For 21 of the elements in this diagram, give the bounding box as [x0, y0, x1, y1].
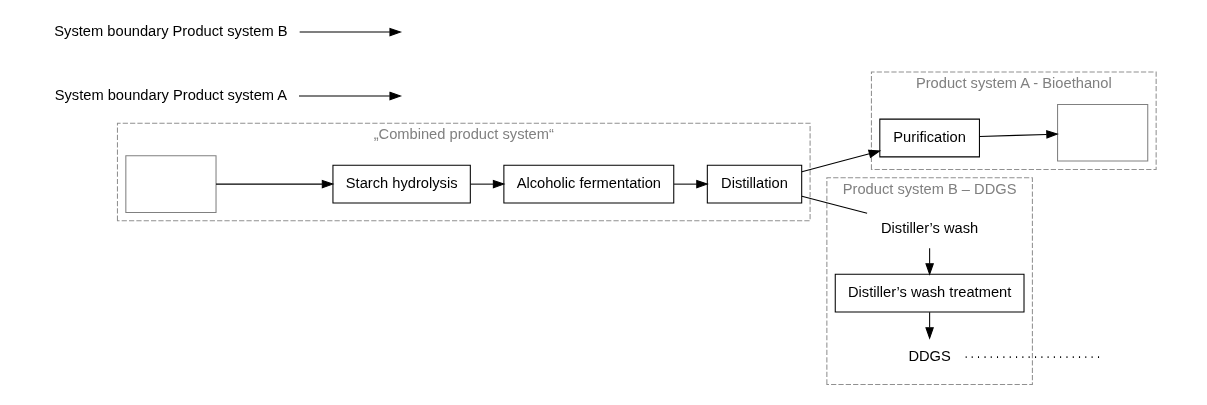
node-text: System boundary Product system A — [54, 86, 288, 103]
node-box: Starch hydrolysis — [332, 164, 471, 204]
node-box: Distiller’s wash treatment — [834, 273, 1025, 313]
arrow — [299, 27, 403, 36]
node-box — [1057, 103, 1149, 162]
node-box — [125, 154, 217, 213]
arrow — [925, 311, 935, 340]
arrow — [298, 91, 403, 100]
node-box: Purification — [879, 118, 980, 157]
arrow — [215, 179, 335, 189]
connector — [801, 195, 868, 214]
node-text: System boundary Product system B — [54, 22, 288, 39]
node-text: Distiller’s wash — [880, 219, 979, 236]
arrow — [925, 247, 935, 276]
node-text: DDGS — [908, 347, 951, 364]
node-box: Distillation — [706, 164, 803, 204]
arrow — [673, 179, 709, 189]
arrow — [979, 129, 1059, 139]
node-box: Alcoholic fermentation — [503, 164, 675, 204]
arrow — [470, 179, 506, 189]
arrow — [801, 149, 882, 172]
